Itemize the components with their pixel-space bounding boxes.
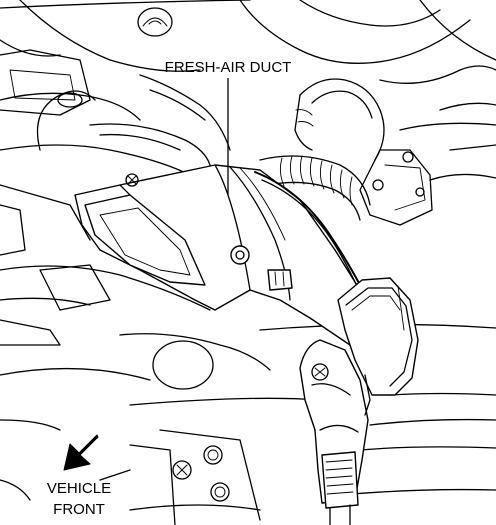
duct-bolt-icon	[125, 173, 139, 187]
bolt-icon	[172, 460, 192, 480]
vehicle-front-indicator: VEHICLE FRONT	[47, 434, 111, 518]
callout-label: FRESH-AIR DUCT	[165, 59, 292, 76]
lower-hose	[299, 339, 371, 525]
arrow-down-left-icon	[63, 434, 99, 471]
direction-label-line2: FRONT	[53, 501, 105, 518]
direction-label-line1: VEHICLE	[47, 480, 111, 497]
emblem-icon	[137, 7, 173, 37]
duct-center-bolt-icon	[230, 245, 250, 265]
fresh-air-duct	[74, 164, 419, 396]
